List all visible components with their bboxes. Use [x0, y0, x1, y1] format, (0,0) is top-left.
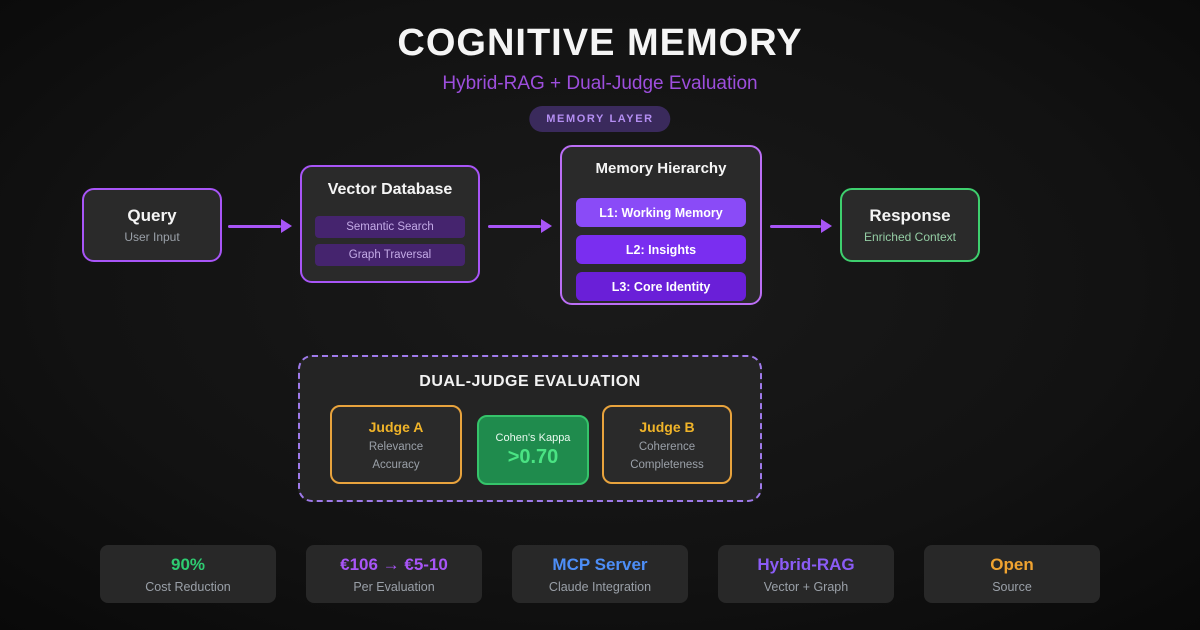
memory-layer-badge: MEMORY LAYER: [529, 106, 671, 132]
judge-b-box: Judge B Coherence Completeness: [602, 405, 732, 484]
vector-database-title: Vector Database: [327, 181, 453, 198]
arrow-head-icon: [821, 219, 832, 233]
stat-card-open-source: Open Source: [924, 545, 1100, 603]
semantic-search-pill: Semantic Search: [315, 216, 465, 238]
dual-judge-evaluation-section: DUAL-JUDGE EVALUATION Judge A Relevance …: [298, 355, 762, 502]
query-node-title: Query: [127, 206, 177, 225]
l1-working-memory-pill: L1: Working Memory: [576, 198, 746, 227]
stat-value: Hybrid-RAG: [757, 554, 855, 574]
stat-label: Vector + Graph: [763, 579, 849, 594]
stat-value: €106 → €5-10: [340, 554, 448, 574]
query-node: Query User Input: [82, 188, 222, 262]
response-node-subtitle: Enriched Context: [863, 230, 957, 244]
stat-value: MCP Server: [552, 554, 648, 574]
judge-a-box: Judge A Relevance Accuracy: [330, 405, 462, 484]
memory-hierarchy-title: Memory Hierarchy: [595, 160, 727, 177]
stat-label: Source: [992, 579, 1032, 594]
flow-arrow-icon: [488, 218, 552, 234]
stat-card-hybrid-rag: Hybrid-RAG Vector + Graph: [718, 545, 894, 603]
stat-label: Claude Integration: [548, 579, 652, 594]
dual-judge-evaluation-title: DUAL-JUDGE EVALUATION: [419, 373, 641, 390]
arrow-line: [488, 224, 541, 228]
judge-b-title: Judge B: [639, 419, 695, 435]
arrow-head-icon: [281, 219, 292, 233]
stat-label: Cost Reduction: [145, 579, 231, 594]
arrow-line: [770, 224, 821, 228]
stats-row: 90% Cost Reduction €106 → €5-10 Per Eval…: [100, 545, 1100, 603]
judge-a-title: Judge A: [368, 419, 424, 435]
arrow-head-icon: [541, 219, 552, 233]
graph-traversal-pill: Graph Traversal: [315, 244, 465, 266]
stat-value: 90%: [170, 554, 206, 574]
l2-insights-pill: L2: Insights: [576, 235, 746, 264]
page-title: COGNITIVE MEMORY: [397, 22, 803, 64]
judge-a-criterion: Relevance: [368, 441, 424, 453]
vector-database-node: Vector Database Semantic Search Graph Tr…: [300, 165, 480, 283]
memory-hierarchy-node: Memory Hierarchy L1: Working Memory L2: …: [560, 145, 762, 305]
cohens-kappa-box: Cohen's Kappa >0.70: [477, 415, 589, 485]
judge-b-criterion: Completeness: [630, 459, 704, 471]
response-node: Response Enriched Context: [840, 188, 980, 262]
flow-arrow-icon: [228, 218, 292, 234]
arrow-line: [228, 224, 281, 228]
response-node-title: Response: [869, 206, 951, 225]
stat-value: Open: [990, 554, 1034, 574]
cohens-kappa-label: Cohen's Kappa: [495, 431, 571, 444]
stat-card-cost-reduction: 90% Cost Reduction: [100, 545, 276, 603]
stat-card-mcp-server: MCP Server Claude Integration: [512, 545, 688, 603]
l3-core-identity-pill: L3: Core Identity: [576, 272, 746, 301]
page-subtitle: Hybrid-RAG + Dual-Judge Evaluation: [442, 73, 758, 94]
stat-label: Per Evaluation: [353, 579, 435, 594]
stat-card-per-evaluation: €106 → €5-10 Per Evaluation: [306, 545, 482, 603]
flow-arrow-icon: [770, 218, 832, 234]
judge-a-criterion: Accuracy: [372, 459, 420, 471]
cohens-kappa-value: >0.70: [507, 445, 559, 468]
judge-b-criterion: Coherence: [638, 441, 696, 453]
query-node-subtitle: User Input: [124, 230, 180, 244]
